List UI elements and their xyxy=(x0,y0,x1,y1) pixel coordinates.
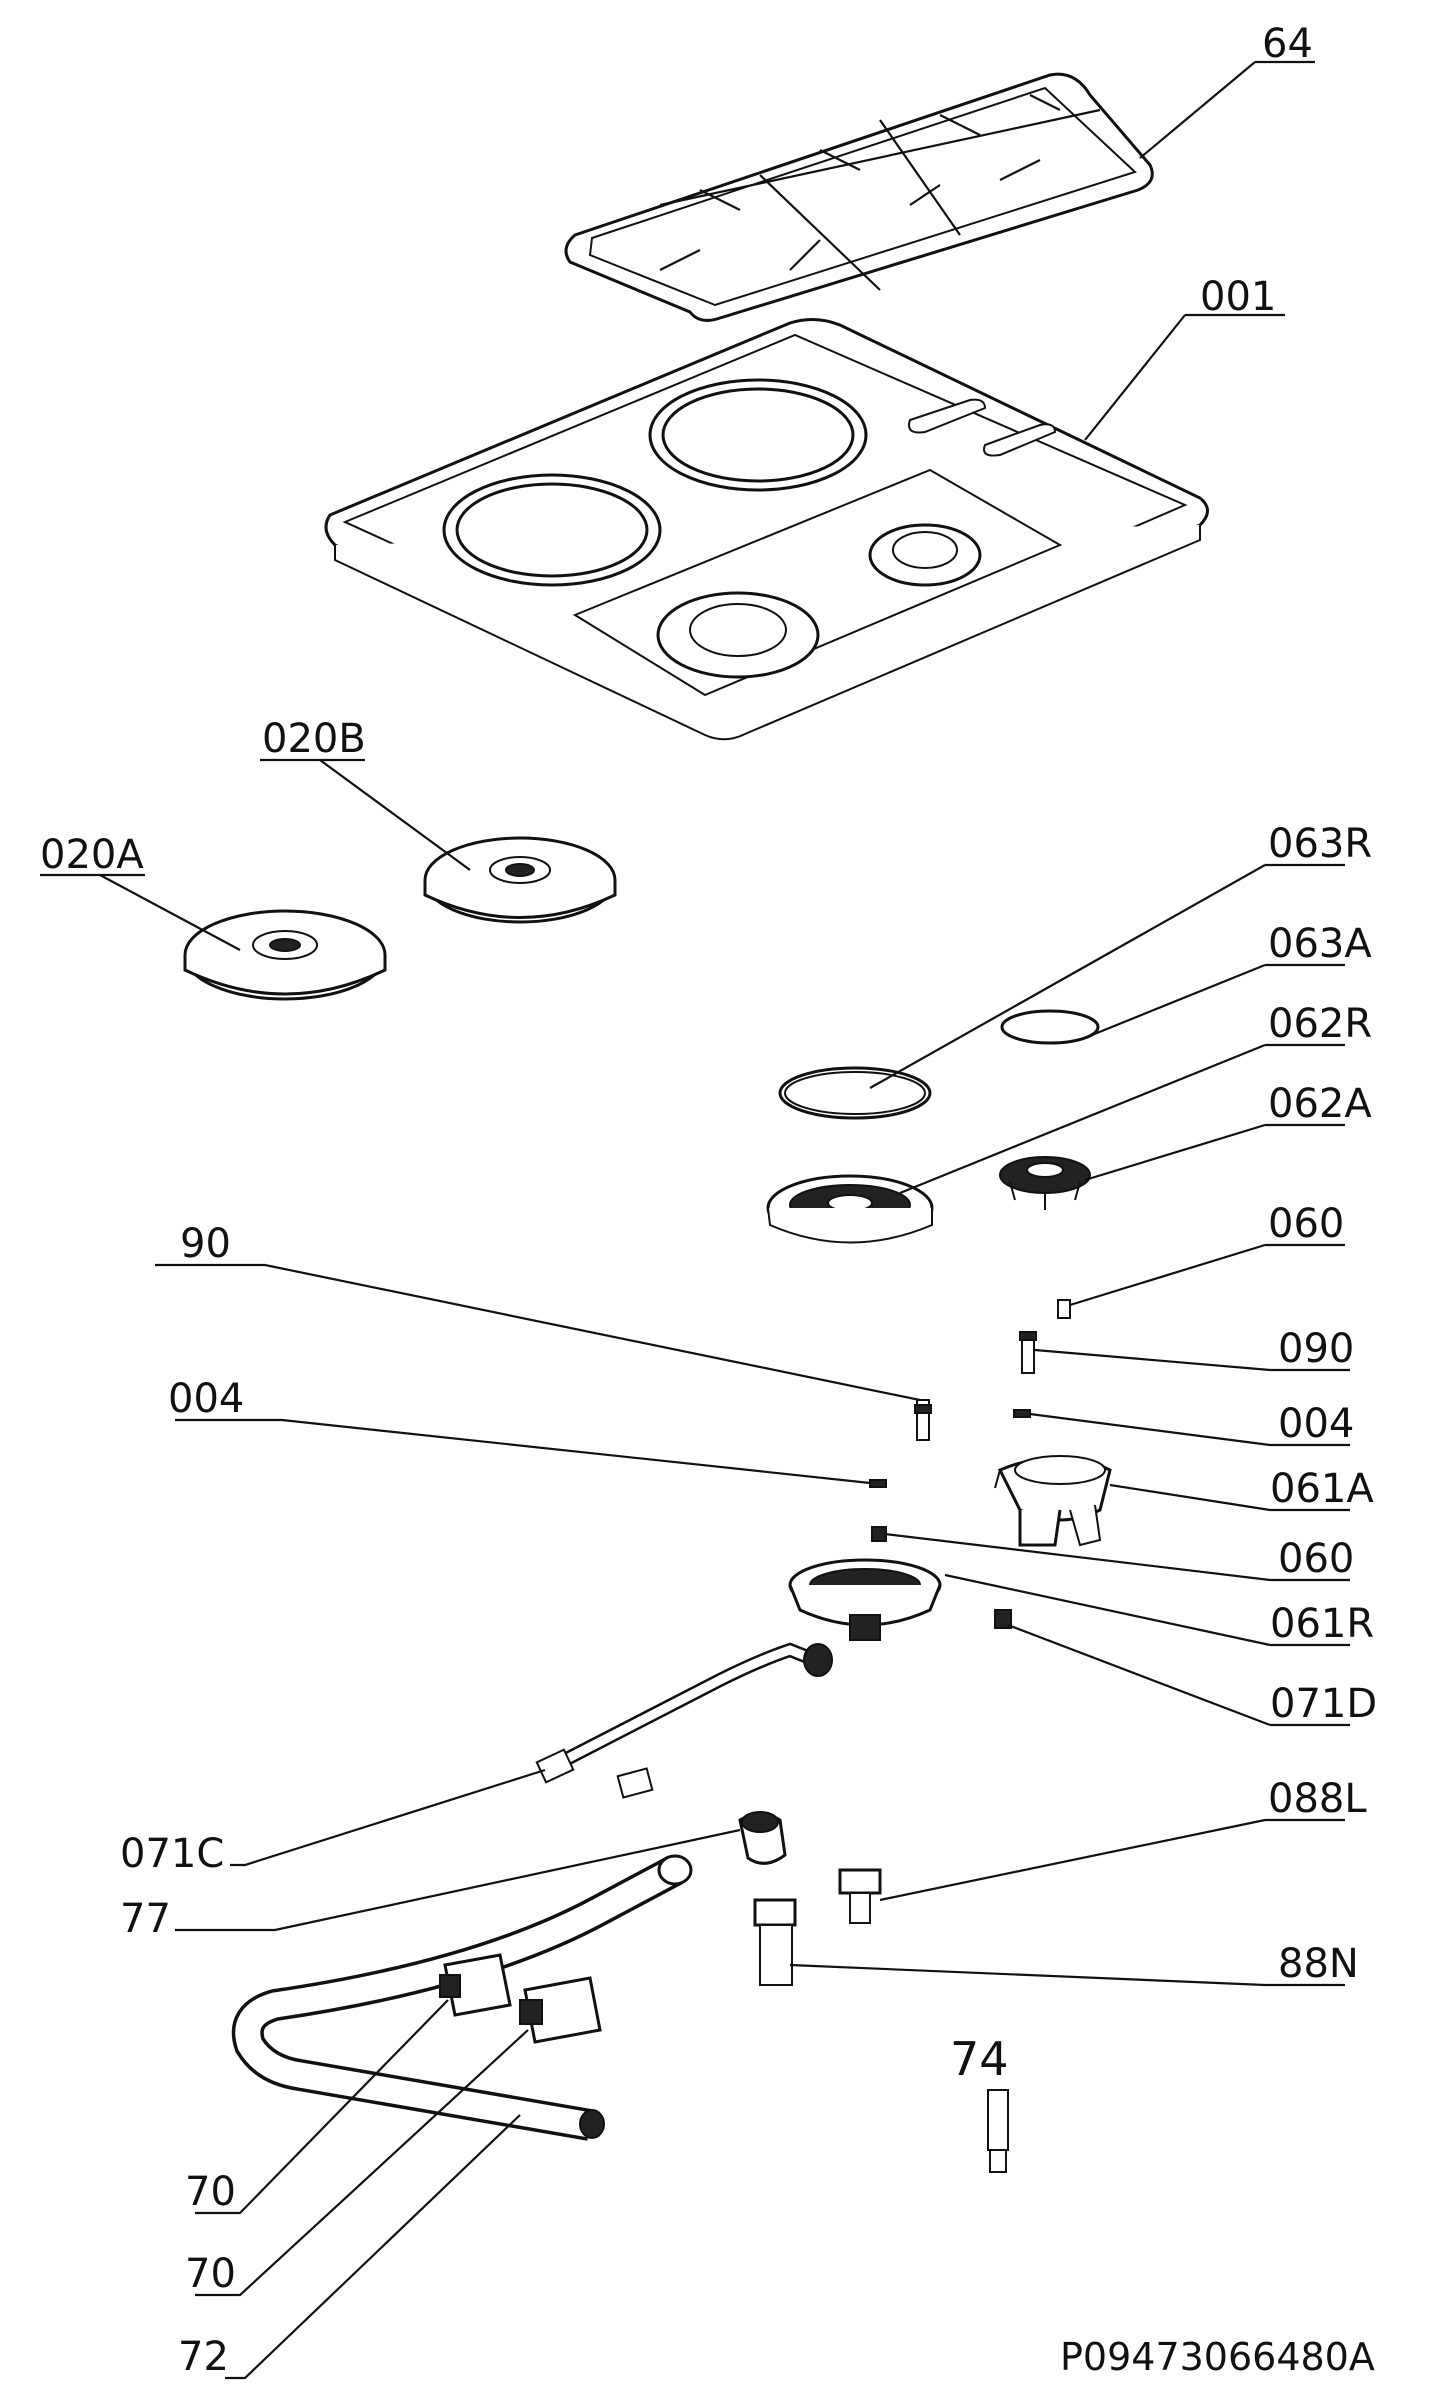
label-061A: 061A xyxy=(1270,1466,1374,1512)
burner-head-062A xyxy=(999,1156,1091,1210)
burner-cap-063R xyxy=(778,1066,932,1120)
leader-lines xyxy=(40,60,1350,2380)
label-77: 77 xyxy=(120,1896,171,1942)
burner-body-061R xyxy=(788,1558,942,1641)
nozzle-holder-88N xyxy=(753,1898,797,1986)
label-020A: 020A xyxy=(40,832,144,878)
label-061R: 061R xyxy=(1270,1601,1374,1647)
gas-tap-70-right xyxy=(519,1976,602,2044)
label-64: 64 xyxy=(1262,21,1313,67)
label-063R: 063R xyxy=(1268,821,1372,867)
hob-top-panel xyxy=(324,318,1209,741)
label-74: 74 xyxy=(950,2032,1009,2086)
hotplate-020B xyxy=(423,836,617,924)
burner-body-061A xyxy=(994,1455,1112,1547)
gas-manifold-72 xyxy=(231,1854,693,2141)
label-071C: 071C xyxy=(120,1831,224,1877)
label-001: 001 xyxy=(1200,274,1276,320)
label-071D: 071D xyxy=(1270,1681,1377,1727)
gas-tap-70-left xyxy=(439,1953,512,2017)
label-088L: 088L xyxy=(1268,1776,1367,1822)
label-063A: 063A xyxy=(1268,921,1372,967)
label-70-a: 70 xyxy=(185,2169,236,2215)
thermocouple-90 xyxy=(914,1399,932,1441)
electrode-060-top xyxy=(1057,1299,1071,1319)
gas-pipe-071D xyxy=(616,1609,1012,1799)
injector-74 xyxy=(987,2089,1009,2173)
label-90: 90 xyxy=(180,1221,231,1267)
label-060-top: 060 xyxy=(1268,1201,1344,1247)
label-090: 090 xyxy=(1278,1326,1354,1372)
thermocouple-090 xyxy=(1019,1331,1037,1374)
label-062A: 062A xyxy=(1268,1081,1372,1127)
label-70-b: 70 xyxy=(185,2251,236,2297)
pan-support-grid xyxy=(564,72,1154,322)
burner-cap-063A xyxy=(1000,1009,1100,1045)
label-060-bottom: 060 xyxy=(1278,1536,1354,1582)
hotplate-020A xyxy=(183,909,387,1001)
label-72: 72 xyxy=(178,2334,229,2380)
label-004-left: 004 xyxy=(168,1376,244,1422)
screw-004-left xyxy=(869,1479,887,1488)
label-020B: 020B xyxy=(262,716,366,762)
elbow-fitting-77 xyxy=(738,1811,787,1865)
label-88N: 88N xyxy=(1278,1941,1359,1987)
burner-head-062R xyxy=(766,1174,934,1244)
drawing-code: P09473066480A xyxy=(1060,2335,1375,2379)
gas-pipe-071C xyxy=(535,1642,833,1784)
screw-004-right xyxy=(1013,1409,1031,1418)
part-labels: 64 001 020B 020A 063R 063A 062R 062A 060… xyxy=(40,21,1377,2380)
label-004-right: 004 xyxy=(1278,1401,1354,1447)
electrode-060-bottom xyxy=(871,1526,887,1542)
nozzle-088L xyxy=(838,1868,882,1924)
label-062R: 062R xyxy=(1268,1001,1372,1047)
